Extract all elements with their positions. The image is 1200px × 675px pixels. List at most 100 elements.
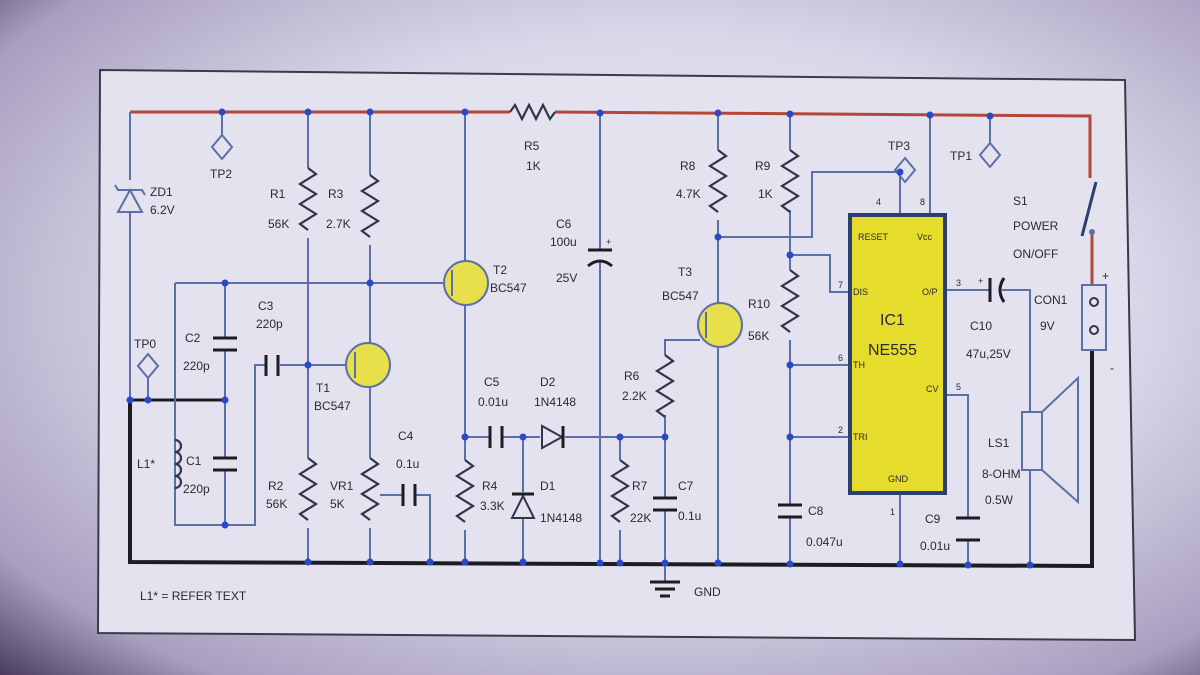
test-point-tp1 [978, 141, 1002, 169]
speaker-ls1-icon [1021, 375, 1079, 505]
ic1-value: NE555 [868, 342, 917, 359]
c2-ref: C2 [185, 331, 201, 345]
ic1-pin-2-number: 2 [838, 425, 843, 435]
con1-ref: CON1 [1034, 293, 1068, 307]
t2-ref: T2 [493, 263, 507, 277]
diode-d1 [510, 493, 536, 519]
capacitor-c7 [653, 496, 677, 512]
r4-ref: R4 [482, 479, 498, 493]
c3-ref: C3 [258, 299, 274, 313]
c10-value: 47u,25V [966, 347, 1011, 361]
capacitor-c6-curved-plate [587, 259, 613, 268]
c4-ref: C4 [398, 429, 414, 443]
con1-minus: - [1110, 361, 1114, 375]
r9-ref: R9 [755, 159, 771, 173]
tp0-label: TP0 [134, 337, 156, 351]
resistor-r9 [779, 149, 801, 213]
ic1-ref: IC1 [880, 312, 905, 329]
s1-label-line1: POWER [1013, 219, 1059, 233]
r6-value: 2.2K [622, 389, 647, 403]
wire-timing [718, 112, 901, 562]
ic1-pin-7-number: 7 [838, 280, 843, 290]
c3-value: 220p [256, 317, 283, 331]
transistor-t1 [345, 342, 391, 388]
t2-value: BC547 [490, 281, 527, 295]
c7-value: 0.1u [678, 509, 701, 523]
capacitor-c9 [956, 516, 980, 542]
positive-rail [130, 110, 1092, 178]
capacitor-c3 [264, 355, 280, 376]
resistor-r5 [509, 102, 556, 122]
wire-ic-outputs [899, 112, 1031, 562]
transistor-t3 [697, 302, 743, 348]
r5-ref: R5 [524, 139, 540, 153]
zener-diode-zd1: ZD1 6.2V [114, 112, 175, 400]
con1-value: 9V [1040, 319, 1055, 333]
ic1-pin-gnd-label: GND [888, 474, 909, 484]
wire-ic-inputs [790, 254, 850, 438]
tp2-label: TP2 [210, 167, 232, 181]
transistor-t2 [443, 260, 489, 306]
schematic-frame [96, 68, 1137, 642]
c2-value: 220p [183, 359, 210, 373]
c5-ref: C5 [484, 375, 500, 389]
ground-rail [128, 350, 1094, 569]
c10-ref: C10 [970, 319, 992, 333]
ic1-pin-1-number: 1 [890, 507, 895, 517]
inductor-l1 [174, 438, 183, 490]
vr1-ref: VR1 [330, 479, 354, 493]
resistor-r1 [297, 167, 319, 231]
potentiometer-vr1 [359, 457, 381, 521]
ic1-pin-cv-label: CV [926, 384, 939, 394]
switch-s1-contact [1089, 229, 1095, 235]
ic1-pin-op-label: O/P [922, 287, 938, 297]
t1-value: BC547 [314, 399, 351, 413]
con1-terminal-2 [1089, 325, 1099, 335]
ic1-ne555 [848, 213, 947, 495]
r8-ref: R8 [680, 159, 696, 173]
capacitor-c5 [488, 426, 504, 448]
test-point-tp2: TP2 [210, 112, 234, 181]
d1-value: 1N4148 [540, 511, 582, 525]
con1-terminal-1 [1089, 297, 1099, 307]
r7-value: 22K [630, 511, 651, 525]
wire-r6-c7 [664, 339, 700, 582]
r1-value: 56K [268, 217, 289, 231]
diode-d2 [541, 424, 565, 450]
t1-ref: T1 [316, 381, 330, 395]
l1-ref: L1* [137, 457, 155, 471]
resistor-r7 [609, 459, 631, 523]
resistor-r4 [454, 459, 476, 523]
c4-value: 0.1u [396, 457, 419, 471]
vr1-value: 5K [330, 497, 345, 511]
junction-dots [126, 108, 1034, 569]
capacitor-c1 [213, 456, 237, 472]
r10-ref: R10 [748, 297, 770, 311]
ground-symbol-icon [650, 580, 680, 598]
r5-value: 1K [526, 159, 541, 173]
test-point-tp3 [893, 156, 917, 184]
capacitor-c8 [778, 503, 802, 519]
capacitor-c4 [401, 484, 417, 506]
ls1-rating: 0.5W [985, 493, 1014, 507]
resistor-r2 [297, 457, 319, 521]
r1-ref: R1 [270, 187, 286, 201]
ic1-pin-tri-label: TRI [853, 432, 868, 442]
switch-s1-icon [1080, 181, 1098, 237]
c8-ref: C8 [808, 504, 824, 518]
r10-value: 56K [748, 329, 769, 343]
c8-value: 0.047u [806, 535, 843, 549]
ic1-pin-th-label: TH [853, 360, 865, 370]
c6-ref: C6 [556, 217, 572, 231]
r2-value: 56K [266, 497, 287, 511]
ground-label: GND [694, 585, 721, 599]
s1-label-line2: ON/OFF [1013, 247, 1058, 261]
t3-ref: T3 [678, 265, 692, 279]
d2-value: 1N4148 [534, 395, 576, 409]
wire-vr1-c4 [380, 494, 431, 562]
resistor-r6 [654, 354, 676, 418]
c6-value: 100u [550, 235, 577, 249]
c10-polarity: + [978, 276, 983, 286]
r7-ref: R7 [632, 479, 648, 493]
